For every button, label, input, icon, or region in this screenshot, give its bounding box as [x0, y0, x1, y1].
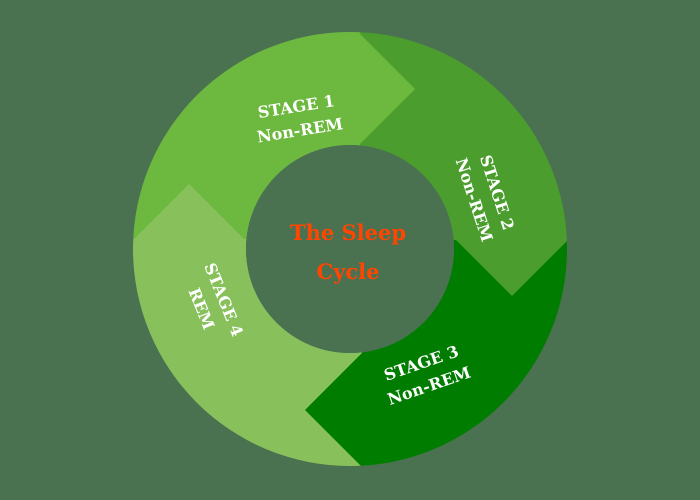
stage-4-arrow-tip	[134, 184, 244, 239]
cycle-ring	[100, 0, 602, 500]
center-circle	[246, 145, 454, 353]
stage-2-arrow-tip	[456, 240, 568, 296]
diagram-title-line-2: Cycle	[316, 259, 379, 284]
diagram-title-line-1: The Sleep	[290, 220, 406, 245]
stage-1-arrow-tip	[360, 0, 415, 200]
stage-3-arrow-tip	[305, 353, 362, 467]
